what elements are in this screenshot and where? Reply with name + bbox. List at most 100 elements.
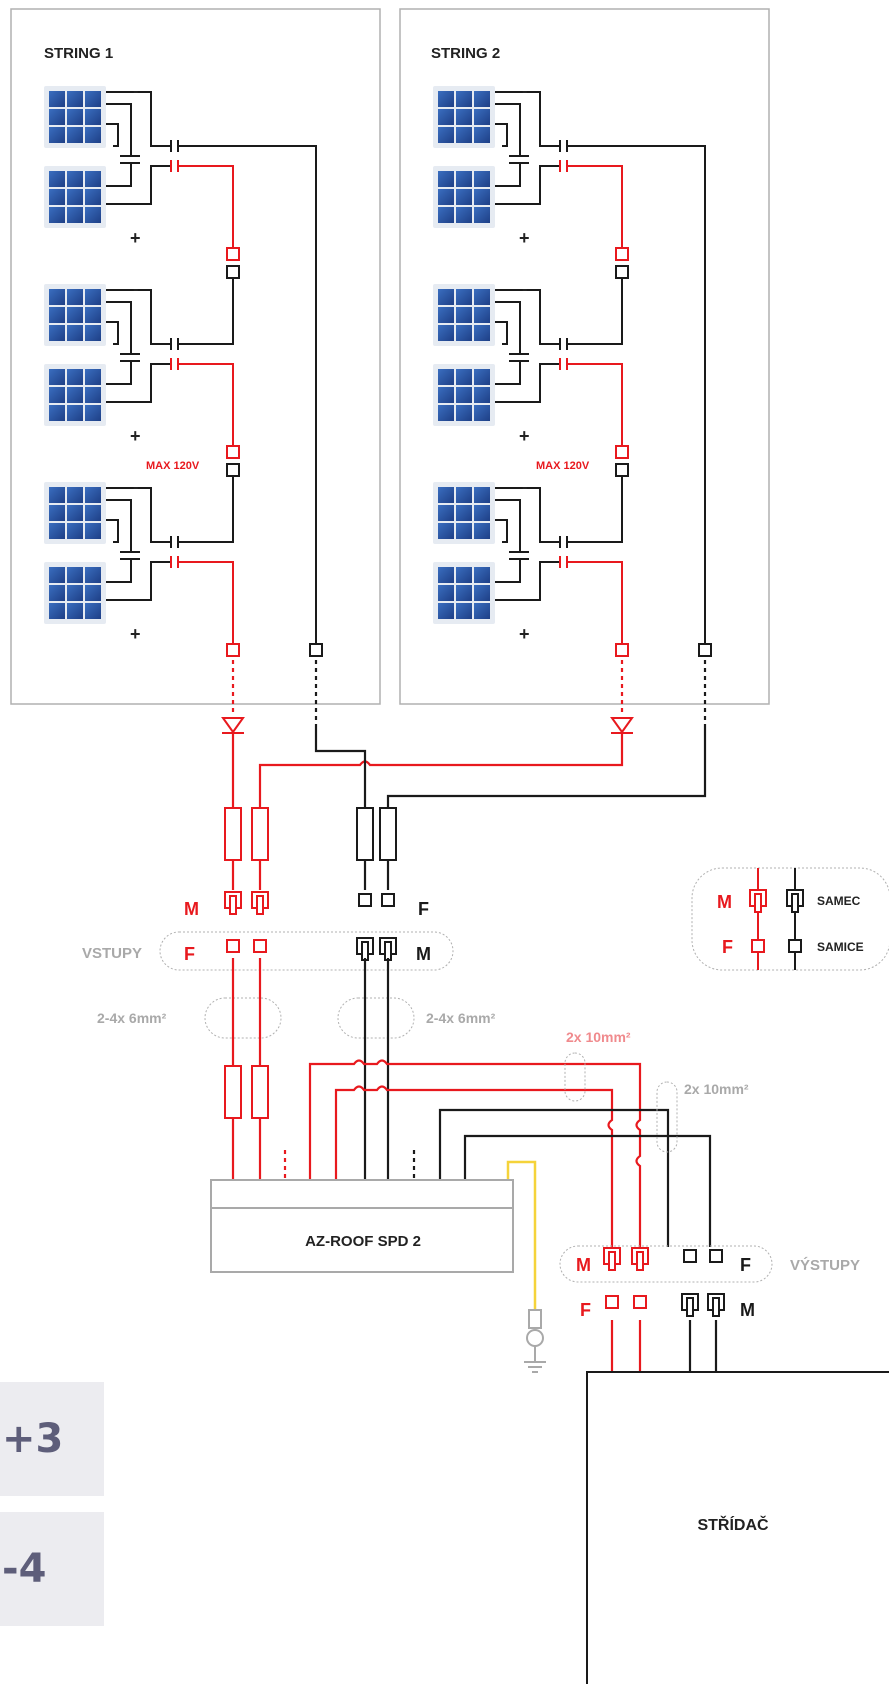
side-tab-label: +3 xyxy=(2,1416,64,1462)
string-box-1 xyxy=(10,8,381,705)
pv-panel-s2-1 xyxy=(433,86,495,148)
connector-string-out-plus xyxy=(226,643,240,657)
pv-panel-s2-4 xyxy=(433,364,495,426)
side-tab-4[interactable]: -4 xyxy=(0,1512,104,1626)
connector-female xyxy=(226,445,240,459)
cable-size-out-red: 2x 10mm² xyxy=(566,1029,631,1045)
connector-male xyxy=(615,463,629,477)
pv-panel-s1-1 xyxy=(44,86,106,148)
pv-panel-s2-2 xyxy=(433,166,495,228)
outputs-label: VÝSTUPY xyxy=(790,1256,860,1274)
cable-size-right: 2-4x 6mm² xyxy=(426,1010,496,1026)
polarity-minus: - xyxy=(133,479,138,496)
string-2-wiring xyxy=(495,91,706,644)
connector-string-out-minus xyxy=(698,643,712,657)
string-box-2 xyxy=(399,8,770,705)
polarity-minus: - xyxy=(522,83,527,100)
legend-female-label: SAMICE xyxy=(817,940,864,954)
wires-spd-to-outputs xyxy=(308,1059,712,1310)
legend-male-letter: M xyxy=(717,892,732,912)
side-tab-3[interactable]: +3 xyxy=(0,1382,104,1496)
input-black-female-1 xyxy=(358,893,372,907)
outputs-black-lower-letter: M xyxy=(740,1300,755,1320)
spd-label: AZ-ROOF SPD 2 xyxy=(305,1233,421,1250)
output-black-female-2 xyxy=(709,1249,723,1263)
connector-string-out-plus xyxy=(615,643,629,657)
outputs-red-upper-letter: M xyxy=(576,1255,591,1275)
polarity-plus: + xyxy=(519,624,530,644)
inverter-label: STŘÍDAČ xyxy=(697,1515,769,1534)
diode-string-2 xyxy=(610,717,634,734)
output-black-male-2 xyxy=(707,1293,725,1317)
string-1-wiring xyxy=(106,91,317,644)
input-red-female-2 xyxy=(253,939,267,953)
pv-panel-s2-5 xyxy=(433,482,495,544)
pv-panel-s1-6 xyxy=(44,562,106,624)
cable-pill-right xyxy=(337,997,415,1039)
outputs-pill xyxy=(559,1245,773,1283)
input-black-male-2 xyxy=(379,937,397,961)
output-red-female-1 xyxy=(605,1295,619,1309)
ground-symbol xyxy=(524,1309,546,1373)
wires-fuse-to-conn xyxy=(231,860,390,890)
polarity-plus: + xyxy=(519,426,530,446)
wires-fuse2-to-spd xyxy=(231,1118,416,1180)
pv-panel-s1-2 xyxy=(44,166,106,228)
output-red-female-2 xyxy=(633,1295,647,1309)
diode-string-1 xyxy=(221,717,245,734)
pv-panel-s1-3 xyxy=(44,284,106,346)
polarity-minus: - xyxy=(522,281,527,298)
wires-outputs-to-inverter xyxy=(610,1320,718,1372)
polarity-plus: + xyxy=(130,624,141,644)
input-red-male-2 xyxy=(251,891,269,915)
legend-female-black xyxy=(788,939,802,953)
side-tab-label: -4 xyxy=(2,1546,47,1592)
legend-female-red xyxy=(751,939,765,953)
inputs-black-upper-letter: F xyxy=(418,899,429,919)
polarity-plus: + xyxy=(519,228,530,248)
input-black-male-1 xyxy=(356,937,374,961)
legend-box xyxy=(691,867,889,971)
output-red-male-2 xyxy=(631,1247,649,1271)
polarity-minus: - xyxy=(522,479,527,496)
input-black-female-2 xyxy=(381,893,395,907)
connector-male xyxy=(226,463,240,477)
cable-pill-left xyxy=(204,997,282,1039)
cable-pill-out-red xyxy=(564,1052,586,1102)
connector-female xyxy=(615,247,629,261)
input-red-male-1 xyxy=(224,891,242,915)
legend-male-label: SAMEC xyxy=(817,894,861,908)
wires-to-inputs xyxy=(231,660,707,808)
polarity-plus: + xyxy=(130,228,141,248)
connector-string-out-minus xyxy=(309,643,323,657)
outputs-black-upper-letter: F xyxy=(740,1255,751,1275)
inputs-pill xyxy=(159,931,454,971)
cable-size-left: 2-4x 6mm² xyxy=(97,1010,167,1026)
cable-size-out-black: 2x 10mm² xyxy=(684,1081,749,1097)
cable-pill-out-black xyxy=(656,1081,678,1153)
inputs-label: VSTUPY xyxy=(82,945,142,962)
pv-panel-s1-4 xyxy=(44,364,106,426)
fuses-lower xyxy=(224,1065,269,1119)
pv-panel-s1-5 xyxy=(44,482,106,544)
string-1-max-voltage: MAX 120V xyxy=(146,460,200,472)
legend-female-letter: F xyxy=(722,937,733,957)
spd-box xyxy=(210,1179,514,1273)
polarity-minus: - xyxy=(133,281,138,298)
output-black-female-1 xyxy=(683,1249,697,1263)
legend-male-black xyxy=(786,889,804,913)
output-red-male-1 xyxy=(603,1247,621,1271)
wires-conn-to-fuse2 xyxy=(231,958,390,1180)
polarity-plus: + xyxy=(130,426,141,446)
connector-female xyxy=(615,445,629,459)
outputs-red-lower-letter: F xyxy=(580,1300,591,1320)
inverter-box xyxy=(586,1371,889,1684)
pv-panel-s2-3 xyxy=(433,284,495,346)
connector-female xyxy=(226,247,240,261)
connector-male xyxy=(615,265,629,279)
string-1-title: STRING 1 xyxy=(44,45,113,62)
legend-male-red xyxy=(749,889,767,913)
pv-panel-s2-6 xyxy=(433,562,495,624)
fuses-upper xyxy=(224,807,397,861)
